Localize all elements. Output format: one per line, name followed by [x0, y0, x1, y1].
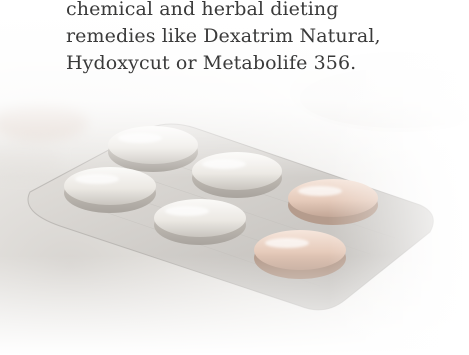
caption-line: remedies like Dexatrim Natural,	[66, 25, 381, 47]
caption-line: chemical and herbal dieting	[66, 0, 339, 20]
caption-line: Hydoxycut or Metabolife 356.	[66, 52, 357, 74]
caption-text: chemical and herbal dieting remedies lik…	[66, 0, 466, 77]
